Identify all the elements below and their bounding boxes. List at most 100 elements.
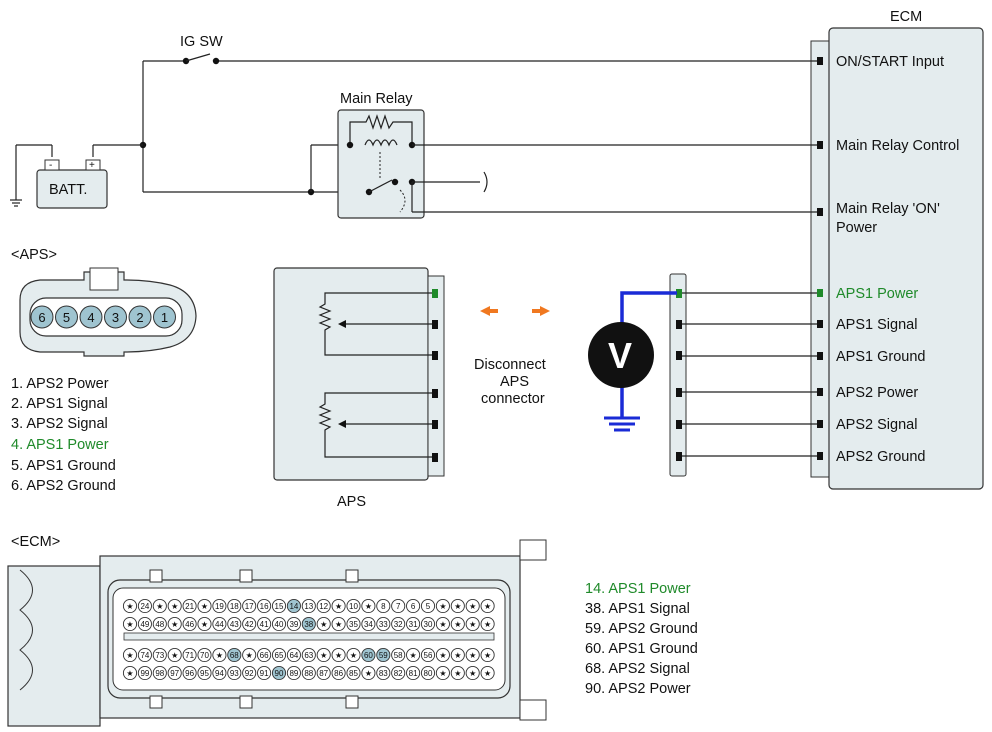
ecm-pin-label: ★ [320,651,327,660]
ecm-pin-label: ★ [439,651,446,660]
ecm-pin-97 [167,665,182,681]
ecm-pin-42 [242,616,257,632]
ecm-pin-label: 15 [275,602,284,611]
ecm-pin-label: 43 [230,620,239,629]
ecm-pin-blank [197,598,212,614]
ecm-pin-label: 34 [364,620,373,629]
ecm-pin-label: 18 [230,602,239,611]
aps-sensor: APS [273,267,445,510]
ecm-pin-70 [197,647,212,663]
ecm-pin-71 [182,647,197,663]
ecm-pin-label: 82 [394,669,403,678]
terminal-aps1-power: APS1 Power [836,286,918,302]
aps-pin-1 [153,305,176,329]
ecm-pin-24 [137,598,152,614]
ecm-pin-label: 16 [260,602,269,611]
ecm-pin-label: 96 [185,669,194,678]
ecm-pin-label: 80 [424,669,433,678]
ecm-pin-blank [435,598,450,614]
ecm-pin-7 [391,598,406,614]
terminal-on-start-input: ON/START Input [836,54,944,70]
ecm-pin-label: 39 [289,620,298,629]
aps-pin-label: 6 [38,310,45,325]
aps-legend-1: 1. APS2 Power [11,376,109,392]
ecm-pin-blank [465,616,480,632]
ecm-pin-15 [271,598,287,614]
ecm-legend-14: 14. APS1 Power [585,581,691,597]
ecm-pin-label: ★ [439,620,446,629]
ecm-pin-label: ★ [171,620,178,629]
ecm-pin-81 [406,665,421,681]
aps-connector-title: <APS> [11,247,57,263]
aps-legend-5: 5. APS1 Ground [11,458,116,474]
ecm-pin-label: ★ [350,651,357,660]
ecm-pin-label: ★ [454,620,461,629]
ecm-pin-33 [376,616,391,632]
ecm-pin-label: 48 [155,620,164,629]
ecm-pin-94 [212,665,227,681]
ecm-pin-30 [420,616,436,632]
ecm-pin-label: 7 [396,602,401,611]
voltmeter: V [588,291,677,432]
aps-pin-5 [55,305,78,329]
ecm-pin-38 [301,616,316,632]
ecm-pin-blank [480,616,495,632]
ecm-pin-label: 12 [319,602,328,611]
ecm-pin-label: 32 [394,620,403,629]
ecm-pin-label: 59 [379,651,388,660]
ecm-pin-59 [376,647,391,663]
ecm-pin-98 [152,665,167,681]
ecm-terminal-labels: ON/START Input Main Relay Control Main R… [836,54,959,465]
disconnect-indicator: Disconnect APS connector [474,306,550,407]
aps-legend-6: 6. APS2 Ground [11,478,116,494]
aps-legend-2: 2. APS1 Signal [11,396,108,412]
ecm-legend-59: 59. APS2 Ground [585,621,698,637]
ecm-pin-label: ★ [335,651,342,660]
ecm-pin-95 [197,665,212,681]
ecm-pin-label: 19 [215,602,224,611]
ecm-pin-41 [257,616,272,632]
ecm-pin-label: ★ [484,620,491,629]
ecm-pin-label: ★ [246,651,253,660]
ecm-pin-label: 33 [379,620,388,629]
ecm-pin-44 [212,616,227,632]
ecm-pin-label: ★ [171,602,178,611]
ecm-pin-label: ★ [469,602,476,611]
ecm-pin-39 [286,616,301,632]
ecm-pin-blank [450,616,465,632]
disconnect-line-2: APS [500,374,529,390]
ecm-pin-64 [286,647,301,663]
ecm-pin-65 [271,647,287,663]
ecm-legend-38: 38. APS1 Signal [585,601,690,617]
ecm-pin-blank [167,598,182,614]
ecm-pin-13 [301,598,316,614]
ecm-pin-19 [212,598,227,614]
ecm-pin-blank [152,598,167,614]
ecm-pin-label: ★ [484,669,491,678]
ecm-pin-blank [450,665,465,681]
aps-legend-3: 3. APS2 Signal [11,416,108,432]
ecm-pin-49 [137,616,152,632]
ecm-pin-label: 71 [185,651,194,660]
ecm-pin-label: 42 [245,620,254,629]
terminal-main-relay-on: Main Relay 'ON' [836,201,940,217]
ecm-pin-label: 58 [394,651,403,660]
power-wiring [10,53,817,207]
ecm-pin-blank [167,616,182,632]
ecm-pin-label: 68 [230,651,239,660]
ecm-pin-label: 74 [140,651,149,660]
ecm-pin-blank [122,665,138,681]
voltmeter-label: V [608,335,632,376]
ecm-pin-63 [301,647,316,663]
ecm-pin-blank [331,616,346,632]
battery: BATT. - + [36,159,108,209]
ig-sw-label: IG SW [180,34,223,50]
ecm-pin-label: ★ [156,602,163,611]
ecm-pin-10 [346,598,361,614]
ecm-pin-label: 95 [200,669,209,678]
ecm-pin-label: 10 [349,602,358,611]
ecm-pin-label: ★ [454,602,461,611]
ecm-pin-label: ★ [335,620,342,629]
